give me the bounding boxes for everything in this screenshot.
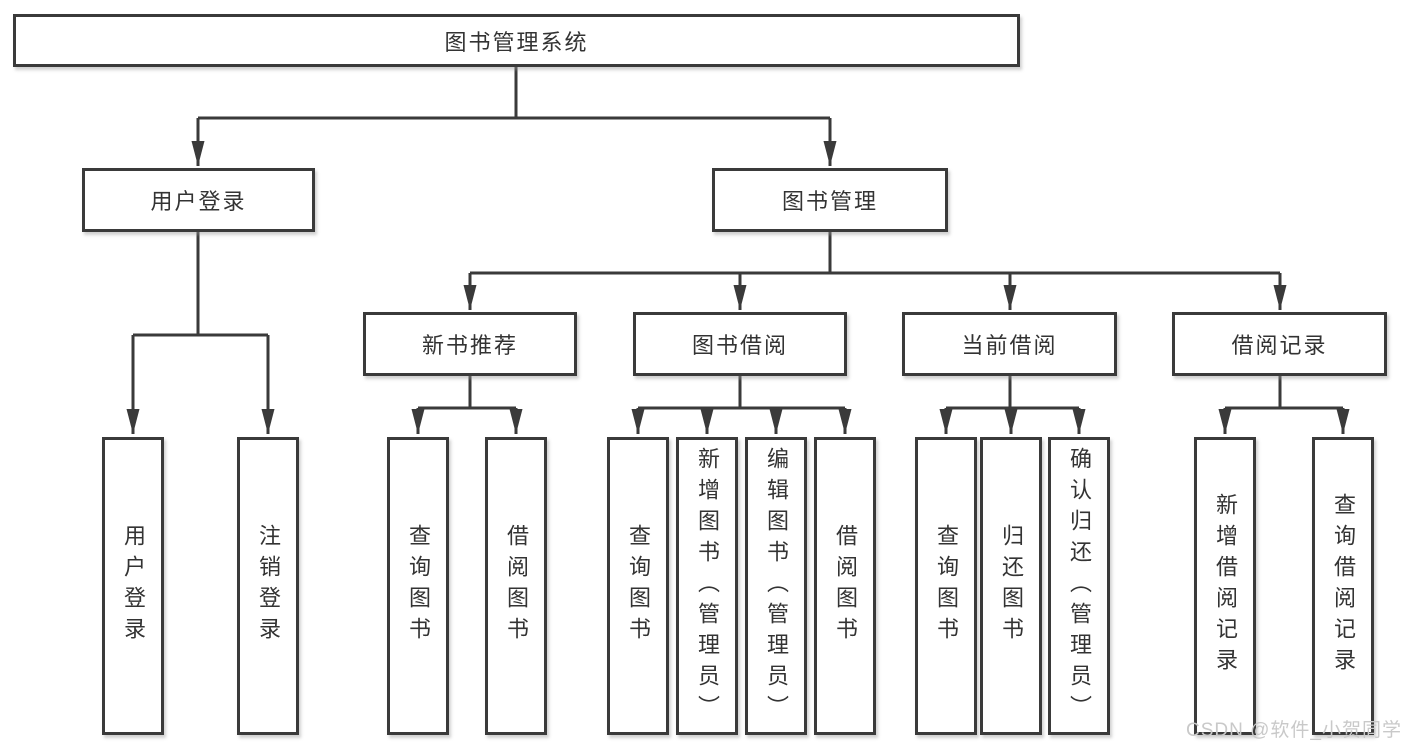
node-current-borrow: 当前借阅 [902, 312, 1117, 376]
leaf-return-books: 归还图书 [980, 437, 1042, 735]
watermark-text: CSDN @软件_小贺同学 [1186, 720, 1402, 741]
node-new-book-recommend: 新书推荐 [363, 312, 577, 376]
leaf-borrow-books: 借阅图书 [485, 437, 547, 735]
leaf-confirm-return-admin: 确认归还（管理员） [1048, 437, 1110, 735]
leaf-query-books: 查询图书 [387, 437, 449, 735]
node-borrow-records: 借阅记录 [1172, 312, 1387, 376]
node-root-library-system: 图书管理系统 [13, 14, 1020, 67]
node-book-borrow: 图书借阅 [633, 312, 847, 376]
leaf-query-books: 查询图书 [607, 437, 669, 735]
leaf-user-login: 用户登录 [102, 437, 164, 735]
node-book-management: 图书管理 [712, 168, 948, 232]
leaf-add-borrow-record: 新增借阅记录 [1194, 437, 1256, 735]
leaf-query-borrow-record: 查询借阅记录 [1312, 437, 1374, 735]
leaf-logout: 注销登录 [237, 437, 299, 735]
node-user-login: 用户登录 [82, 168, 315, 232]
leaf-borrow-books: 借阅图书 [814, 437, 876, 735]
leaf-edit-books-admin: 编辑图书（管理员） [745, 437, 807, 735]
leaf-query-books: 查询图书 [915, 437, 977, 735]
leaf-add-books-admin: 新增图书（管理员） [676, 437, 738, 735]
